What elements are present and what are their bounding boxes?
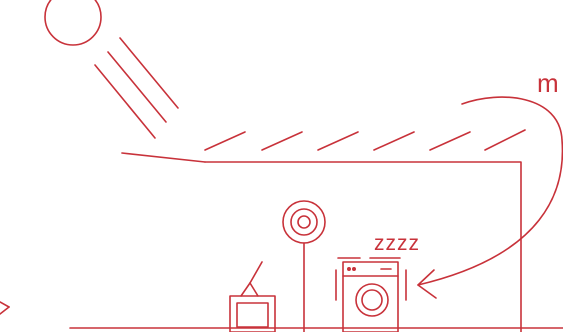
television-icon	[230, 262, 275, 332]
sun-icon	[45, 0, 101, 45]
sun-ray-lines	[95, 38, 178, 138]
sleep-label: zzzz	[374, 232, 420, 255]
solar-panel-roof	[122, 130, 525, 162]
curved-arrow-icon	[418, 97, 562, 298]
house-outline	[70, 162, 563, 332]
corner-label: m	[537, 68, 559, 98]
left-arrow-fragment	[0, 302, 9, 314]
washing-machine-icon	[336, 258, 406, 332]
antenna-icon	[283, 201, 325, 332]
